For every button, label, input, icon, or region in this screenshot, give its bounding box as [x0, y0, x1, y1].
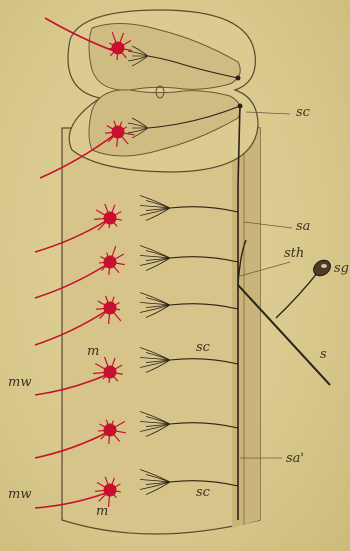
label-sa-prime: sa' [286, 452, 304, 465]
terminal-knob-upper [236, 76, 241, 81]
label-sth: sth [284, 247, 304, 260]
terminal-knob-lower [238, 104, 243, 109]
label-m-lower: m [96, 505, 108, 518]
neuron-soma [104, 302, 117, 315]
ganglion-nucleus [321, 264, 327, 268]
ganglion-stalk [276, 272, 318, 318]
posterior-column-band [232, 128, 260, 528]
label-s: s [320, 348, 327, 361]
cord-cylinder [62, 128, 260, 534]
label-sc-top: sc [296, 106, 310, 119]
neuron-soma [104, 424, 117, 437]
neuron-soma [104, 256, 117, 269]
neuron-soma [112, 126, 125, 139]
neuron-soma [104, 212, 117, 225]
neuron-soma [104, 366, 117, 379]
ganglion-cell [311, 257, 334, 279]
label-sc-mid: sc [196, 341, 210, 354]
label-m-upper: m [87, 345, 99, 358]
neuron-soma [104, 484, 117, 497]
neuron-soma [112, 42, 125, 55]
label-sc-low: sc [196, 486, 210, 499]
label-mw-upper: mw [8, 376, 31, 389]
label-mw-lower: mw [8, 488, 31, 501]
label-sg: sg [334, 262, 349, 275]
label-sa: sa [296, 220, 310, 233]
